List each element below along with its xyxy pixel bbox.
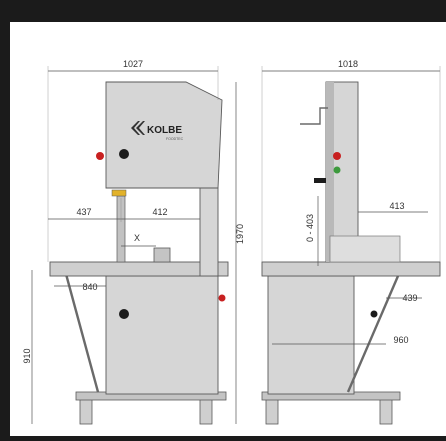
side-green-button <box>333 166 341 174</box>
front-depth-label: 840 <box>82 282 97 292</box>
side-black-knob <box>370 310 378 318</box>
side-base-height-label: 960 <box>393 335 408 345</box>
front-support-strut <box>64 273 100 393</box>
brand-name: KOLBE <box>147 125 182 136</box>
front-foot-right <box>199 397 213 425</box>
front-yellow-clamp <box>111 189 127 197</box>
front-column <box>199 177 219 277</box>
dimension-drawing: KOLBE FOODTEC 1027 437 412 X 840 <box>22 59 441 425</box>
front-black-knob-upper <box>119 149 129 159</box>
front-view: KOLBE FOODTEC 1027 437 412 X 840 <box>22 59 245 425</box>
brand-tagline: FOODTEC <box>166 137 184 141</box>
side-support-strut <box>346 275 400 393</box>
front-work-table <box>49 261 229 277</box>
side-blade-guard <box>329 235 401 263</box>
side-work-table <box>261 261 441 277</box>
side-lower-cabinet <box>267 275 355 395</box>
front-height-label: 1970 <box>235 224 245 244</box>
side-guide-range-label: 0 - 403 <box>305 214 315 242</box>
side-red-button <box>333 152 341 160</box>
front-lower-cabinet <box>105 275 219 395</box>
front-upper-head <box>105 81 223 189</box>
front-table-height-label: 910 <box>22 348 32 363</box>
side-top-handle <box>300 107 328 125</box>
front-width-label: 1027 <box>123 59 143 69</box>
side-foot-right <box>379 397 393 425</box>
side-foot-left <box>265 397 279 425</box>
side-table-offset-label: 439 <box>402 293 417 303</box>
front-left-reach-label: 437 <box>76 207 91 217</box>
side-width-label: 1018 <box>338 59 358 69</box>
side-black-handle <box>314 178 326 183</box>
front-carriage <box>153 247 171 263</box>
kolbe-logo-icon <box>131 121 140 135</box>
technical-drawing-sheet: KOLBE FOODTEC 1027 437 412 X 840 <box>10 22 446 436</box>
front-foot-left <box>79 397 93 425</box>
front-black-knob-lower <box>119 309 129 319</box>
front-red-knob-upper <box>96 152 104 160</box>
side-throat-label: 413 <box>389 201 404 211</box>
front-right-reach-label: 412 <box>152 207 167 217</box>
side-column-shade <box>326 82 334 262</box>
kolbe-logo-icon-second-chevron <box>136 121 145 135</box>
front-cut-label: X <box>134 233 140 243</box>
front-red-knob-lower <box>218 294 226 302</box>
side-view: 1018 0 - 403 413 439 960 <box>261 59 441 425</box>
